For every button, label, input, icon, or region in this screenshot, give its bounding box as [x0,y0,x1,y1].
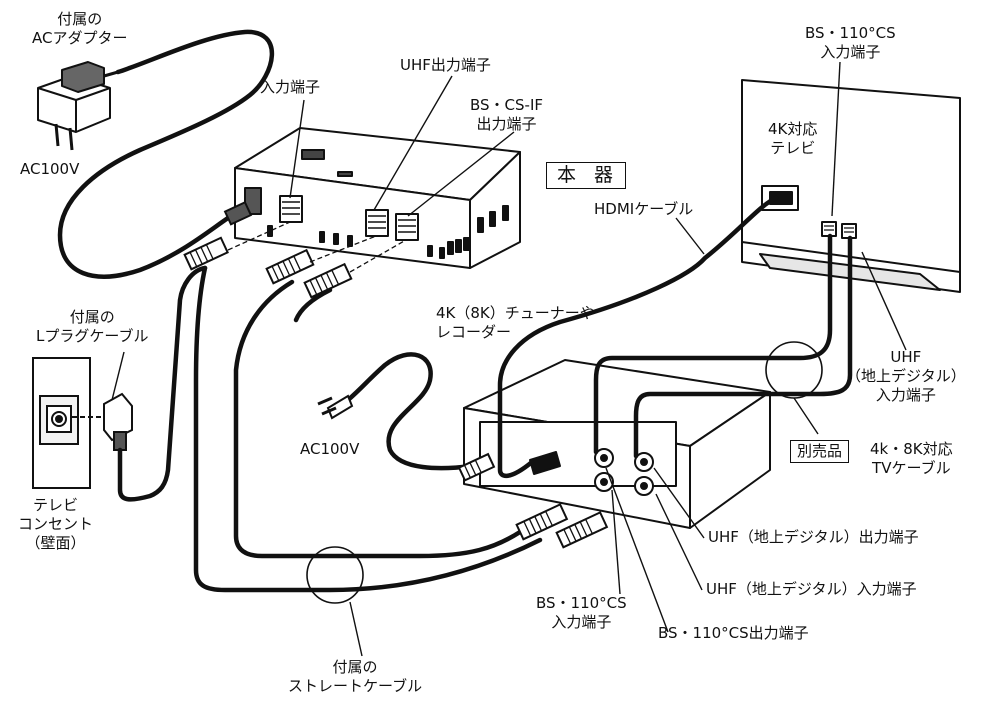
label-tv-outlet: テレビコンセント（壁面） [18,496,94,552]
label-uhf-output-terminal: UHF出力端子 [400,56,491,74]
ac-adapter-illustration [37,61,119,151]
label-tuner-recorder: 4K（8K）チューナーやレコーダー [436,304,595,341]
leader-lines [111,61,907,657]
label-rec-uhf-output: UHF（地上デジタル）出力端子 [708,528,919,546]
label-ac100v-recorder: AC100V [300,440,360,458]
recorder-power-cord [345,352,475,471]
label-hdmi-cable: HDMIケーブル [594,200,694,218]
alignment-guides [227,221,407,273]
straight-cable-2 [233,279,523,559]
label-ac100v-adapter: AC100V [20,160,80,178]
hdmi-cable [497,195,779,478]
straight-cable-1 [193,265,543,593]
recorder-illustration [463,359,771,529]
main-device-illustration [234,127,521,269]
tv-cable-bs [593,233,833,455]
tv-cable-uhf [633,235,853,459]
bs-if-cable [293,287,333,323]
cable-plugs [183,201,609,549]
label-rec-uhf-input: UHF（地上デジタル）入力端子 [706,580,917,598]
ac-adapter-cable [57,29,275,279]
label-tv-uhf-input: UHF（地上デジタル）入力端子 [846,348,966,404]
l-plug-cable [117,265,208,502]
wall-outlet-illustration [32,357,133,489]
label-main-device: 本 器 [546,162,627,189]
label-tv-4k: 4K対応テレビ [768,120,818,157]
label-rec-bs-output: BS・110°CS出力端子 [658,624,809,642]
label-input-terminal: 入力端子 [260,78,321,96]
label-straight-cable: 付属のストレートケーブル [288,658,423,695]
label-sold-separately: 別売品 [790,440,850,463]
